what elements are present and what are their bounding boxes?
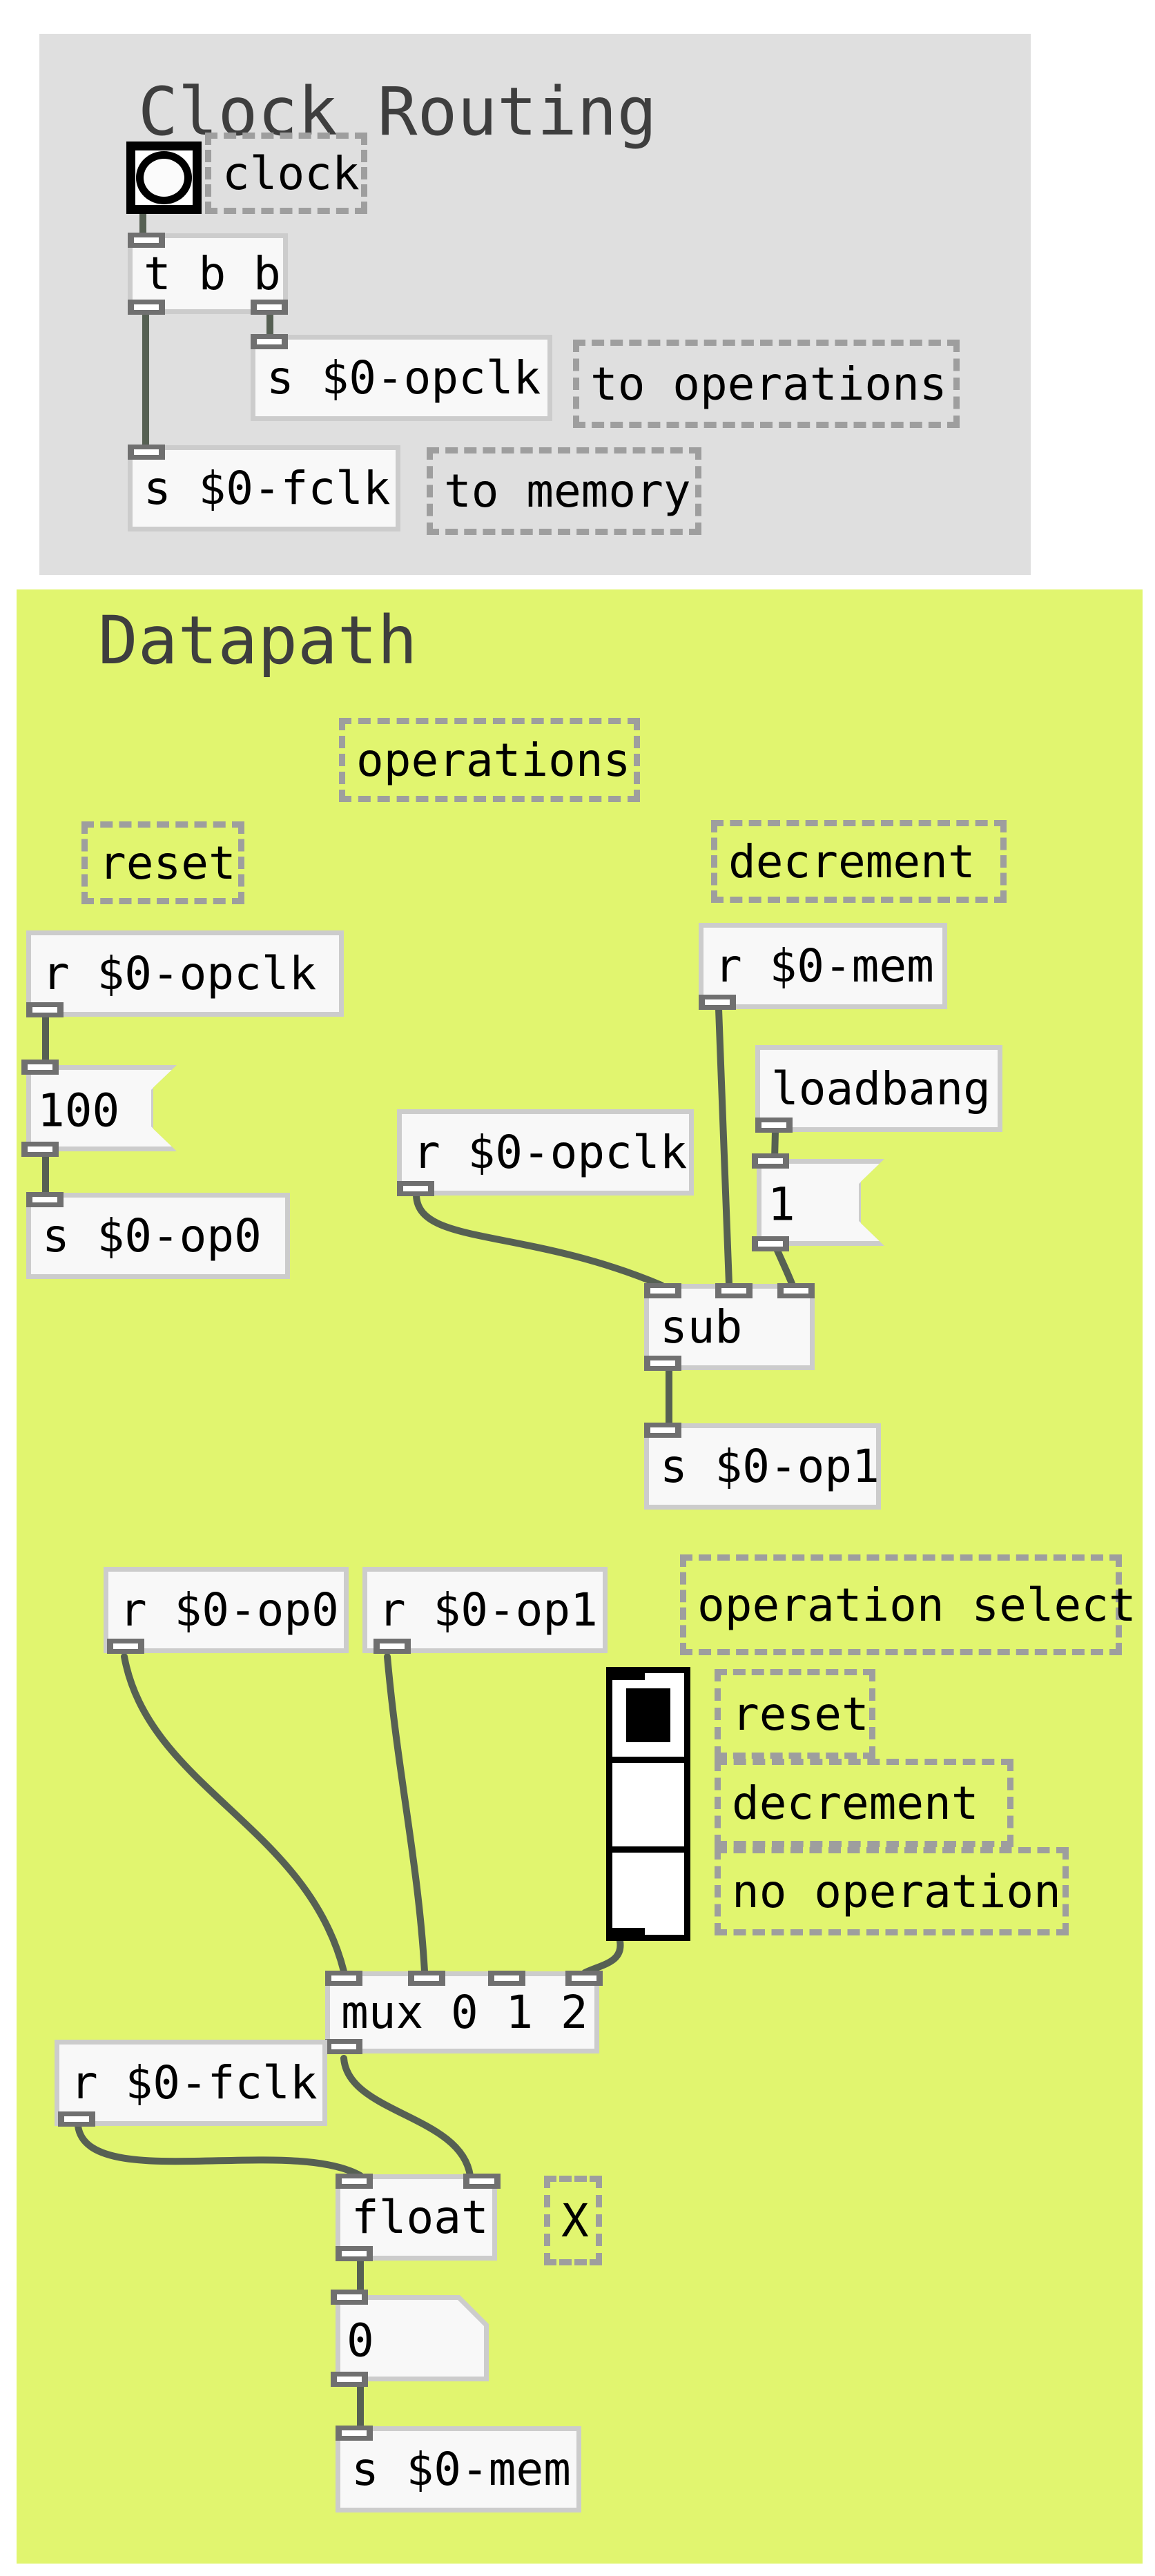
outlet — [107, 1639, 144, 1654]
number-box-shape — [336, 2295, 489, 2381]
object-receive-opclk-a: r $0-opclk — [26, 930, 344, 1017]
comment-radio-decrement: decrement — [715, 1759, 1013, 1847]
comment-radio-no-operation: no operation — [715, 1847, 1069, 1935]
object-send-mem: s $0-mem — [336, 2426, 581, 2512]
bang-clock[interactable] — [126, 142, 202, 214]
outlet — [58, 2111, 95, 2127]
comment-to-operations: to operations — [573, 340, 960, 428]
outlet — [26, 1002, 64, 1017]
object-sub: sub — [644, 1283, 815, 1371]
inlet — [777, 1283, 815, 1298]
inlet — [408, 1971, 445, 1986]
outlet — [644, 1356, 681, 1371]
object-send-fclk: s $0-fclk — [128, 445, 400, 531]
inlet — [644, 1283, 681, 1298]
number-box-memory[interactable]: 0 — [331, 2290, 489, 2387]
outlet — [755, 1118, 793, 1133]
radio-selected-knob — [626, 1688, 670, 1742]
radio-cell-2[interactable] — [612, 1853, 684, 1935]
inlet — [463, 2174, 501, 2189]
radio-cell-1[interactable] — [612, 1763, 684, 1846]
inlet — [336, 2174, 373, 2189]
inlet — [325, 1971, 362, 1986]
inlet — [565, 1971, 603, 1986]
comment-clock: clock — [205, 133, 367, 214]
comment-reset: reset — [81, 821, 244, 904]
inlet — [251, 334, 288, 349]
radio-separator — [612, 1846, 685, 1853]
object-trigger: t b b — [128, 233, 288, 315]
bang-circle-icon — [136, 151, 192, 204]
inlet — [752, 1153, 789, 1169]
outlet — [21, 1142, 59, 1157]
inlet — [331, 2290, 368, 2305]
message-100[interactable]: 100 — [21, 1060, 177, 1157]
inlet — [128, 445, 165, 460]
outlet — [128, 300, 165, 315]
inlet — [715, 1283, 753, 1298]
object-send-op1: s $0-op1 — [644, 1423, 881, 1510]
comment-decrement: decrement — [711, 820, 1007, 903]
object-receive-op0: r $0-op0 — [104, 1567, 349, 1654]
outlet — [752, 1236, 789, 1251]
message-flag-shape — [26, 1065, 177, 1151]
inlet — [488, 1971, 525, 1986]
outlet — [325, 2039, 362, 2054]
object-receive-mem: r $0-mem — [699, 923, 947, 1010]
comment-operations: operations — [339, 718, 640, 802]
radio-separator — [612, 1757, 685, 1763]
object-receive-opclk-b: r $0-opclk — [397, 1109, 694, 1196]
object-loadbang: loadbang — [755, 1045, 1002, 1133]
message-1[interactable]: 1 — [752, 1153, 884, 1251]
comment-to-memory: to memory — [427, 447, 701, 535]
datapath-title: Datapath — [98, 602, 418, 679]
outlet — [373, 1639, 411, 1654]
object-receive-fclk: r $0-fclk — [55, 2040, 327, 2127]
outlet — [610, 1928, 645, 1938]
object-send-op0: s $0-op0 — [26, 1192, 290, 1279]
object-receive-op1: r $0-op1 — [362, 1567, 608, 1654]
vradio-operation-select[interactable] — [606, 1667, 690, 1941]
inlet — [336, 2426, 373, 2441]
outlet — [699, 995, 736, 1010]
comment-x: X — [544, 2176, 602, 2265]
inlet — [26, 1192, 64, 1207]
object-float: float — [336, 2174, 501, 2261]
object-send-opclk: s $0-opclk — [251, 334, 552, 421]
comment-radio-reset: reset — [715, 1669, 875, 1759]
inlet — [21, 1060, 59, 1075]
inlet — [644, 1423, 681, 1438]
comment-operation-select: operation select — [680, 1554, 1136, 1655]
object-mux: mux 0 1 2 — [325, 1971, 603, 2054]
inlet — [128, 233, 165, 248]
outlet — [336, 2246, 373, 2261]
outlet — [397, 1181, 434, 1196]
outlet — [331, 2372, 368, 2387]
outlet — [251, 300, 288, 315]
inlet — [610, 1670, 645, 1680]
